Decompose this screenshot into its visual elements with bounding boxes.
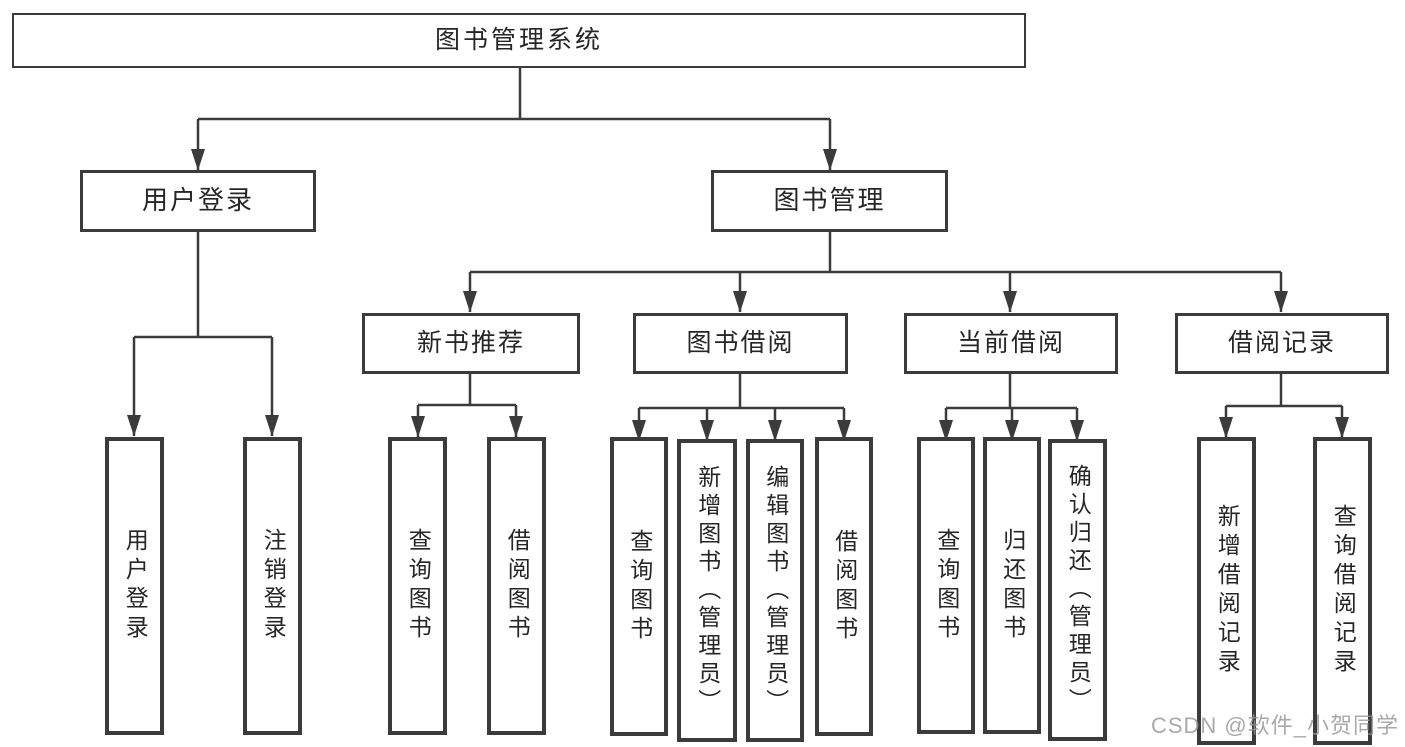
- csdn-watermark: CSDN @软件_小贺同学: [1150, 713, 1399, 738]
- connector-book-borrow: [639, 374, 844, 410]
- node-label: 新书推荐: [416, 329, 525, 357]
- node-borrow-query: 查询图书: [610, 437, 668, 736]
- connector-user-login: [134, 232, 272, 339]
- node-root: 图书管理系统: [12, 13, 1026, 68]
- node-book-management: 图书管理: [711, 170, 948, 232]
- node-borrow-records: 借阅记录: [1175, 313, 1389, 374]
- node-newbook-query: 查询图书: [388, 437, 447, 735]
- node-label: 当前借阅: [956, 329, 1065, 357]
- node-label: 借阅图书: [504, 528, 530, 644]
- node-label: 用户登录: [122, 528, 148, 644]
- connector-current-borrow: [946, 374, 1077, 410]
- connector-borrow-records: [1226, 374, 1342, 408]
- node-login: 用户登录: [105, 437, 164, 735]
- node-label: 用户登录: [141, 186, 254, 216]
- node-book-borrow: 图书借阅: [633, 313, 848, 374]
- node-label: 借阅记录: [1227, 329, 1336, 357]
- node-new-book-recommend: 新书推荐: [362, 313, 580, 374]
- node-label: 图书借阅: [686, 329, 795, 357]
- node-borrow-borrow: 借阅图书: [815, 437, 873, 736]
- node-user-login: 用户登录: [80, 170, 316, 232]
- node-label: 借阅图书: [831, 528, 857, 645]
- connector-book-management: [470, 232, 1281, 274]
- connector-root: [198, 68, 830, 121]
- node-label: 新增图书（管理员）: [694, 464, 720, 717]
- node-label: 编辑图书（管理员）: [762, 464, 788, 717]
- node-label: 图书管理系统: [434, 26, 603, 54]
- node-label: 查询图书: [626, 528, 652, 645]
- node-records-query: 查询借阅记录: [1313, 437, 1372, 745]
- node-borrow-edit: 编辑图书（管理员）: [746, 439, 804, 742]
- node-logout: 注销登录: [243, 437, 302, 735]
- node-newbook-borrow: 借阅图书: [487, 437, 546, 735]
- connector-new-book-recommend: [418, 374, 516, 407]
- node-current-query: 查询图书: [917, 437, 975, 734]
- node-label: 查询图书: [933, 527, 959, 644]
- node-records-add: 新增借阅记录: [1197, 437, 1256, 745]
- node-current-return: 归还图书: [983, 437, 1041, 734]
- node-current-confirm: 确认归还（管理员）: [1048, 439, 1107, 741]
- node-label: 新增借阅记录: [1214, 504, 1240, 678]
- node-label: 归还图书: [999, 527, 1025, 644]
- node-current-borrow: 当前借阅: [904, 313, 1118, 374]
- node-label: 查询借阅记录: [1330, 504, 1356, 678]
- node-label: 确认归还（管理员）: [1065, 464, 1091, 716]
- node-label: 注销登录: [260, 528, 286, 644]
- node-label: 图书管理: [773, 186, 886, 216]
- node-label: 查询图书: [405, 528, 431, 644]
- node-borrow-add: 新增图书（管理员）: [677, 439, 737, 742]
